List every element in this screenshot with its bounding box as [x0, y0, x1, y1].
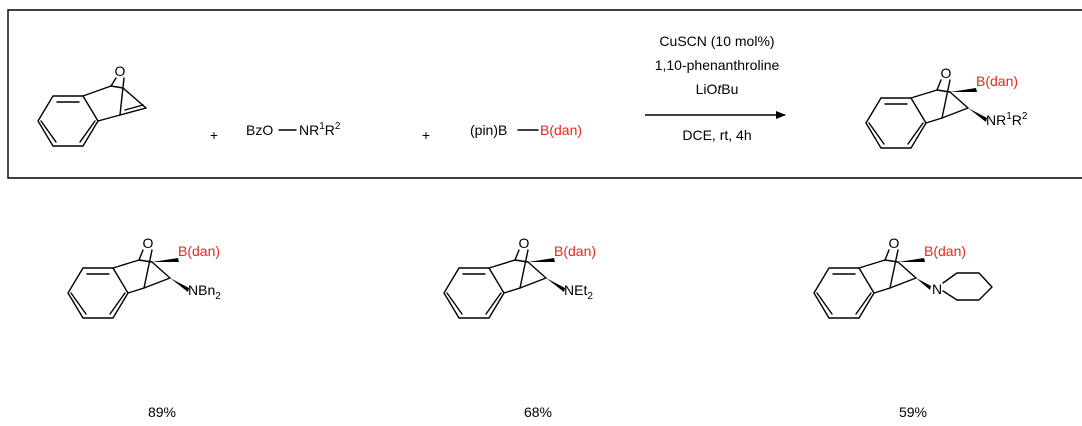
condition-catalyst: CuSCN (10 mol%) [659, 33, 774, 49]
oxygen-atom-label: O [889, 235, 900, 251]
yield-label: 68% [524, 404, 552, 420]
condition-base: LiOtBu [696, 81, 739, 97]
example-piperidine-structure: O B(dan) N [813, 235, 993, 319]
plus-sign: + [210, 127, 218, 143]
oxygen-atom-label: O [941, 65, 952, 81]
example-amine-label: N [932, 281, 942, 297]
condition-solvent: DCE, rt, 4h [682, 127, 751, 143]
reagent-nr1r2-label: NR1R2 [299, 121, 341, 138]
yield-label: 59% [899, 404, 927, 420]
example-bdan-label: B(dan) [178, 243, 220, 259]
reagent-bzo-label: BzO [246, 122, 273, 138]
condition-ligand: 1,10-phenanthroline [655, 57, 780, 73]
example-net2-structure: O B(dan) NEt2 [443, 235, 596, 319]
reaction-box [7, 9, 1082, 179]
product-structure: O B(dan) NR1R2 [865, 65, 1028, 149]
oxygen-atom-label: O [143, 235, 154, 251]
reagent-pinb-label: (pin)B [470, 122, 507, 138]
plus-sign: + [422, 127, 430, 143]
reagent-bdan-label: B(dan) [540, 122, 582, 138]
oxygen-atom-label: O [519, 235, 530, 251]
example-amine-label: NBn2 [188, 282, 221, 302]
yield-label: 89% [148, 404, 176, 420]
oxabenzonorbornadiene-structure: O [37, 63, 147, 147]
reagent-diboron: (pin)B B(dan) [470, 122, 582, 138]
piperidine-ring [942, 272, 993, 301]
example-bdan-label: B(dan) [554, 243, 596, 259]
product-bdan-label: B(dan) [976, 73, 1018, 89]
example-nbn2-structure: O B(dan) NBn2 [67, 235, 221, 319]
example-bdan-label: B(dan) [924, 243, 966, 259]
oxygen-atom-label: O [115, 63, 126, 79]
reagent-aminating: BzO NR1R2 [246, 121, 341, 138]
product-nr1r2-label: NR1R2 [986, 111, 1028, 128]
reaction-conditions: CuSCN (10 mol%) 1,10-phenanthroline LiOt… [645, 33, 786, 143]
example-amine-label: NEt2 [564, 282, 593, 302]
